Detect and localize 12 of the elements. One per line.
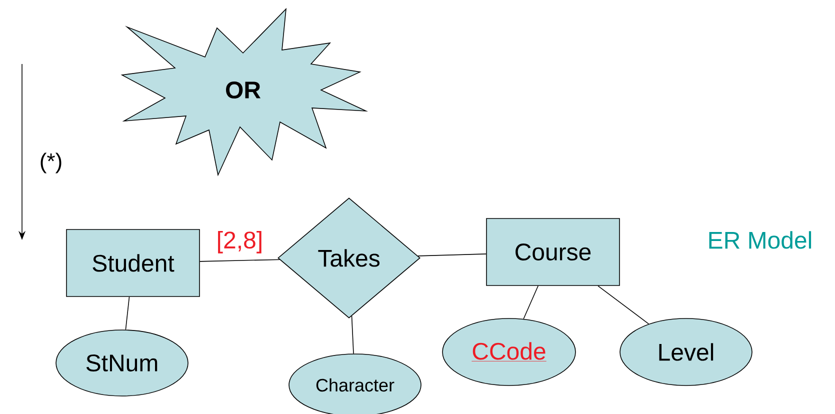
entity-box: Course xyxy=(486,218,620,286)
note-text: (*) xyxy=(40,152,62,174)
connector-line xyxy=(523,286,538,320)
connector-line xyxy=(200,259,280,262)
connector-line xyxy=(125,296,130,330)
cardinality-label: [2,8] xyxy=(218,230,262,254)
connector-line xyxy=(598,286,650,324)
entity-box: Student xyxy=(66,229,200,297)
starburst: OR xyxy=(120,8,368,176)
connector-line xyxy=(418,254,486,256)
connector-line xyxy=(351,316,354,354)
note-text: ER Model xyxy=(709,231,812,249)
